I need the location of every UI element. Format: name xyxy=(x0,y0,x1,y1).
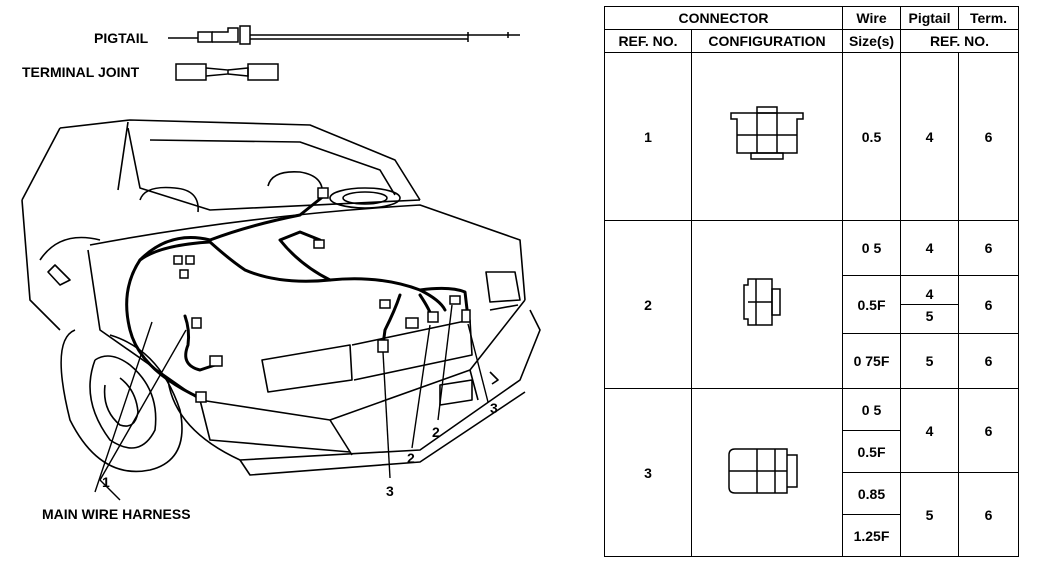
pigtail-cell: 5 xyxy=(900,472,959,557)
wire-size-cell: 0.5 xyxy=(842,52,901,221)
header-row-2: REF. NO. CONFIGURATION Size(s) REF. NO. xyxy=(604,29,1019,53)
callout-3b: 3 xyxy=(490,400,498,416)
header-wire: Wire xyxy=(842,6,901,30)
ref-cell: 2 xyxy=(604,220,692,389)
callout-3a: 3 xyxy=(386,483,394,499)
wire-size-cell: 0 5 xyxy=(842,220,901,276)
wire-size-cell: 1.25F xyxy=(842,514,901,557)
pigtail-split: 4 5 xyxy=(901,283,958,326)
term-cell: 6 xyxy=(958,333,1019,389)
main-wire-harness-path xyxy=(125,193,470,400)
terminal-joint-label: TERMINAL JOINT xyxy=(22,64,140,80)
header-ref-no-span: REF. NO. xyxy=(900,29,1019,53)
term-cell: 6 xyxy=(958,472,1019,557)
terminal-joint-symbol xyxy=(175,63,279,81)
term-cell: 6 xyxy=(958,220,1019,276)
header-pigtail: Pigtail xyxy=(900,6,959,30)
configuration-cell xyxy=(691,388,843,557)
configuration-cell xyxy=(691,52,843,221)
connector-2-icon xyxy=(743,278,781,326)
ref-cell: 3 xyxy=(604,388,692,557)
pigtail-symbol xyxy=(168,25,520,45)
wire-size-cell: 0.85 xyxy=(842,472,901,515)
pigtail-cell: 4 xyxy=(900,388,959,473)
wire-size-cell: 0 5 xyxy=(842,388,901,431)
connector-1-icon xyxy=(730,106,804,160)
term-cell: 6 xyxy=(958,52,1019,221)
legend-symbols xyxy=(168,25,520,81)
table-row: 2 0 5 4 6 xyxy=(604,220,1019,389)
callout-leaders xyxy=(94,304,489,501)
term-cell: 6 xyxy=(958,388,1019,473)
configuration-cell xyxy=(691,220,843,389)
table-row: 3 0 5 4 6 xyxy=(604,388,1019,557)
ref-cell: 1 xyxy=(604,52,692,221)
table-row: 1 0.5 4 6 xyxy=(604,52,1019,221)
pigtail-cell: 4 xyxy=(900,52,959,221)
header-connector: CONNECTOR xyxy=(604,6,843,30)
callout-2b: 2 xyxy=(432,424,440,440)
pigtail-cell: 4 xyxy=(900,220,959,276)
header-ref-no: REF. NO. xyxy=(604,29,692,53)
pigtail-cell: 5 xyxy=(901,304,958,326)
table-row: 0.5F xyxy=(605,430,1019,473)
table-row: 1.25F xyxy=(605,514,1019,557)
pigtail-cell: 4 xyxy=(925,285,934,302)
header-configuration: CONFIGURATION xyxy=(691,29,843,53)
pigtail-split-cell: 4 5 xyxy=(900,275,959,334)
main-wire-harness-label: MAIN WIRE HARNESS xyxy=(42,506,191,522)
connectors xyxy=(173,187,471,403)
header-row-1: CONNECTOR Wire Pigtail Term. xyxy=(604,6,1019,30)
term-cell: 6 xyxy=(958,275,1019,334)
connector-table: CONNECTOR Wire Pigtail Term. REF. NO. CO… xyxy=(604,6,1019,557)
car-rear-illustration xyxy=(21,119,541,501)
wire-size-cell: 0 75F xyxy=(842,333,901,389)
callout-2a: 2 xyxy=(407,450,415,466)
header-size: Size(s) xyxy=(842,29,901,53)
pigtail-cell: 5 xyxy=(900,333,959,389)
pigtail-label: PIGTAIL xyxy=(94,30,149,46)
header-term: Term. xyxy=(958,6,1019,30)
callout-1: 1 xyxy=(102,474,110,490)
wire-size-cell: 0.5F xyxy=(842,430,901,473)
table-row: 0.85 5 6 xyxy=(605,472,1019,557)
wire-size-cell: 0.5F xyxy=(842,275,901,334)
connector-3-icon xyxy=(728,448,798,494)
